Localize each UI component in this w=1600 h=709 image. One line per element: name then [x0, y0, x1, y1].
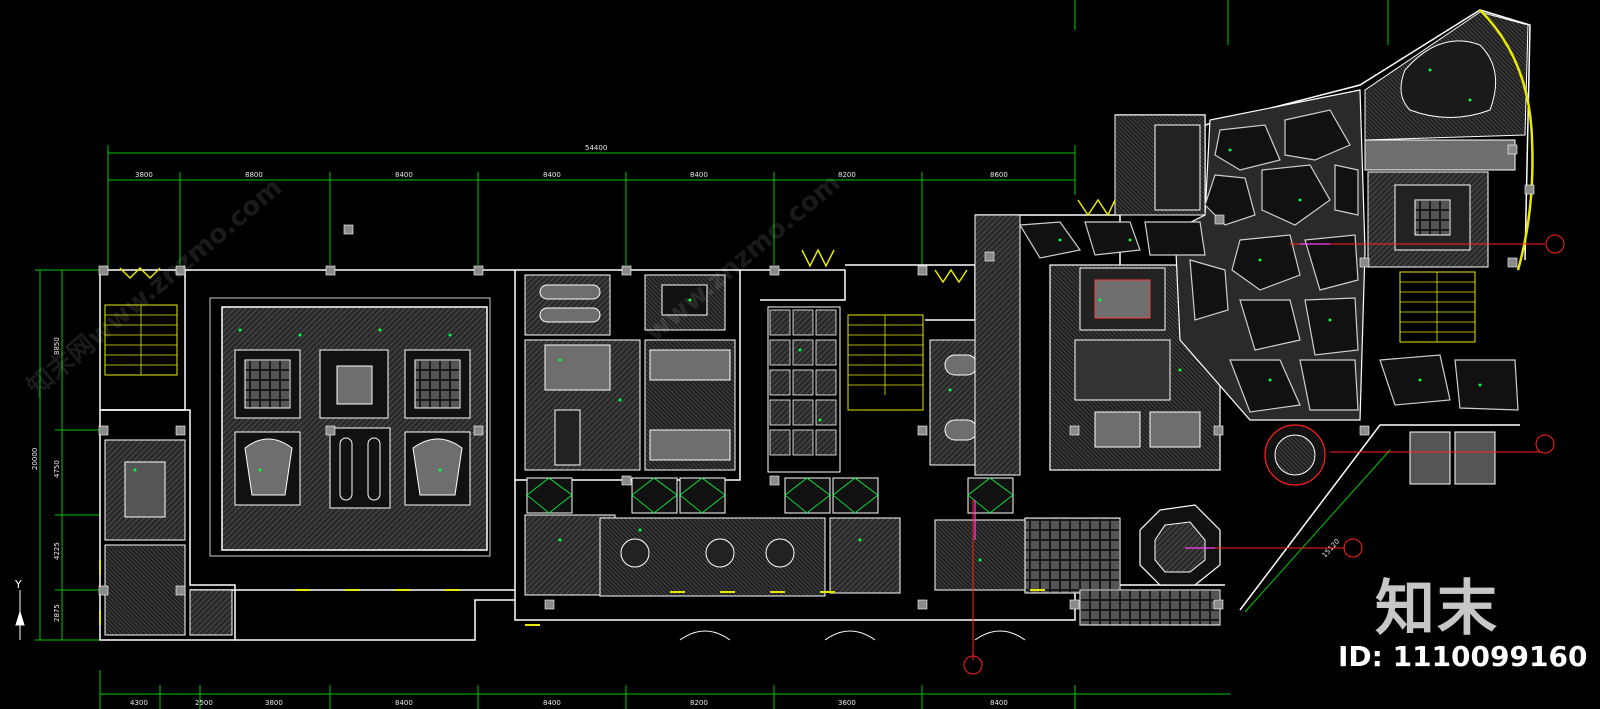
room-grid-cells — [769, 309, 837, 456]
main-hall-frame — [209, 297, 491, 557]
right-stair — [1399, 271, 1476, 343]
top-dim-label: 8400 — [543, 171, 561, 179]
magenta-markers — [974, 243, 1330, 549]
room-hatched — [829, 517, 901, 594]
bottom-dimension-chain — [99, 670, 1230, 709]
window-marks — [99, 560, 1045, 626]
tub-fixture — [539, 307, 601, 323]
top-dim-label: 8800 — [245, 171, 263, 179]
stone-cells — [1189, 109, 1359, 413]
room-inner — [554, 409, 581, 466]
stone-cells — [1018, 221, 1519, 411]
bottom-dim-label: 3600 — [838, 699, 856, 707]
pond — [1400, 40, 1497, 118]
top-dim-label: 8400 — [690, 171, 708, 179]
columns — [1409, 431, 1496, 485]
tub-fixture — [539, 284, 601, 300]
room-hatched — [524, 274, 611, 336]
top-dimension-labels: 3800 8800 8400 8400 8400 8200 8600 — [135, 171, 1008, 179]
room-inner — [649, 429, 731, 461]
door-symbols — [119, 198, 1116, 284]
arched-entrances — [679, 630, 1026, 641]
top-dim-label: 8600 — [990, 171, 1008, 179]
ceiling-mark — [1094, 279, 1151, 319]
left-stair — [104, 304, 178, 376]
section-markers — [963, 234, 1565, 675]
ceiling-panel — [234, 349, 471, 419]
axis-label: Y — [14, 578, 22, 591]
diamond-lines — [526, 477, 1014, 514]
left-dim-label: 2875 — [53, 604, 61, 622]
room-inner — [661, 284, 708, 316]
room-inner — [1094, 411, 1141, 448]
tiled-floor — [1079, 589, 1221, 626]
top-dim-label: 8200 — [838, 171, 856, 179]
room-grid — [767, 306, 841, 473]
room-inner — [1149, 411, 1201, 448]
room-inner — [1154, 124, 1201, 211]
tub-fixture — [944, 419, 978, 441]
top-dim-label: 3800 — [135, 171, 153, 179]
bottom-dim-label: 4300 — [130, 699, 148, 707]
room-hatched — [974, 214, 1021, 476]
room-inner — [1079, 267, 1166, 331]
left-total-dim-label: 20000 — [31, 448, 39, 470]
id-label: ID: 1110099160 — [1338, 640, 1588, 673]
bottom-dim-label: 3800 — [265, 699, 283, 707]
room-inner — [1414, 199, 1451, 236]
room-hatched — [189, 589, 233, 636]
bottom-dim-label: 8400 — [543, 699, 561, 707]
light-fixtures — [133, 68, 1482, 562]
curved-facade — [1479, 9, 1534, 271]
room-hatched — [934, 519, 1026, 591]
room-inner — [1074, 339, 1171, 401]
bottom-dim-label: 8400 — [395, 699, 413, 707]
tub-fixture — [944, 354, 978, 376]
left-dimension-labels: 8850 4750 4225 2875 20000 — [31, 337, 61, 622]
tiled-floor — [1024, 517, 1121, 594]
y-axis-indicator — [15, 590, 25, 640]
round-feature — [1264, 424, 1326, 486]
overall-dimension-label: 54400 — [585, 144, 607, 152]
brand-logo: 知末 — [1375, 574, 1499, 644]
octagon-feature — [1139, 504, 1221, 586]
bottom-dim-label: 2500 — [195, 699, 213, 707]
room-inner — [544, 344, 611, 391]
top-dim-label: 8400 — [395, 171, 413, 179]
bottom-dim-label: 8200 — [690, 699, 708, 707]
structural-columns — [98, 144, 1535, 610]
round-tables — [620, 538, 795, 568]
diagonal-dimension-line — [1244, 449, 1391, 613]
top-dimension-chain — [107, 0, 1389, 270]
bottom-dimension-labels: 4300 2500 3800 8400 8400 8200 3600 8400 — [130, 699, 1008, 707]
seating-area — [234, 427, 471, 509]
room-hatched — [1364, 139, 1516, 171]
room-hatched — [104, 544, 186, 636]
left-dimension-chain — [35, 269, 100, 641]
left-dim-label: 4225 — [53, 542, 61, 560]
bottom-dim-label: 8400 — [990, 699, 1008, 707]
room-inner — [124, 461, 166, 518]
room-inner — [649, 349, 731, 381]
center-stair — [847, 314, 924, 411]
left-dim-label: 8850 — [53, 337, 61, 355]
left-dim-label: 4750 — [53, 460, 61, 478]
